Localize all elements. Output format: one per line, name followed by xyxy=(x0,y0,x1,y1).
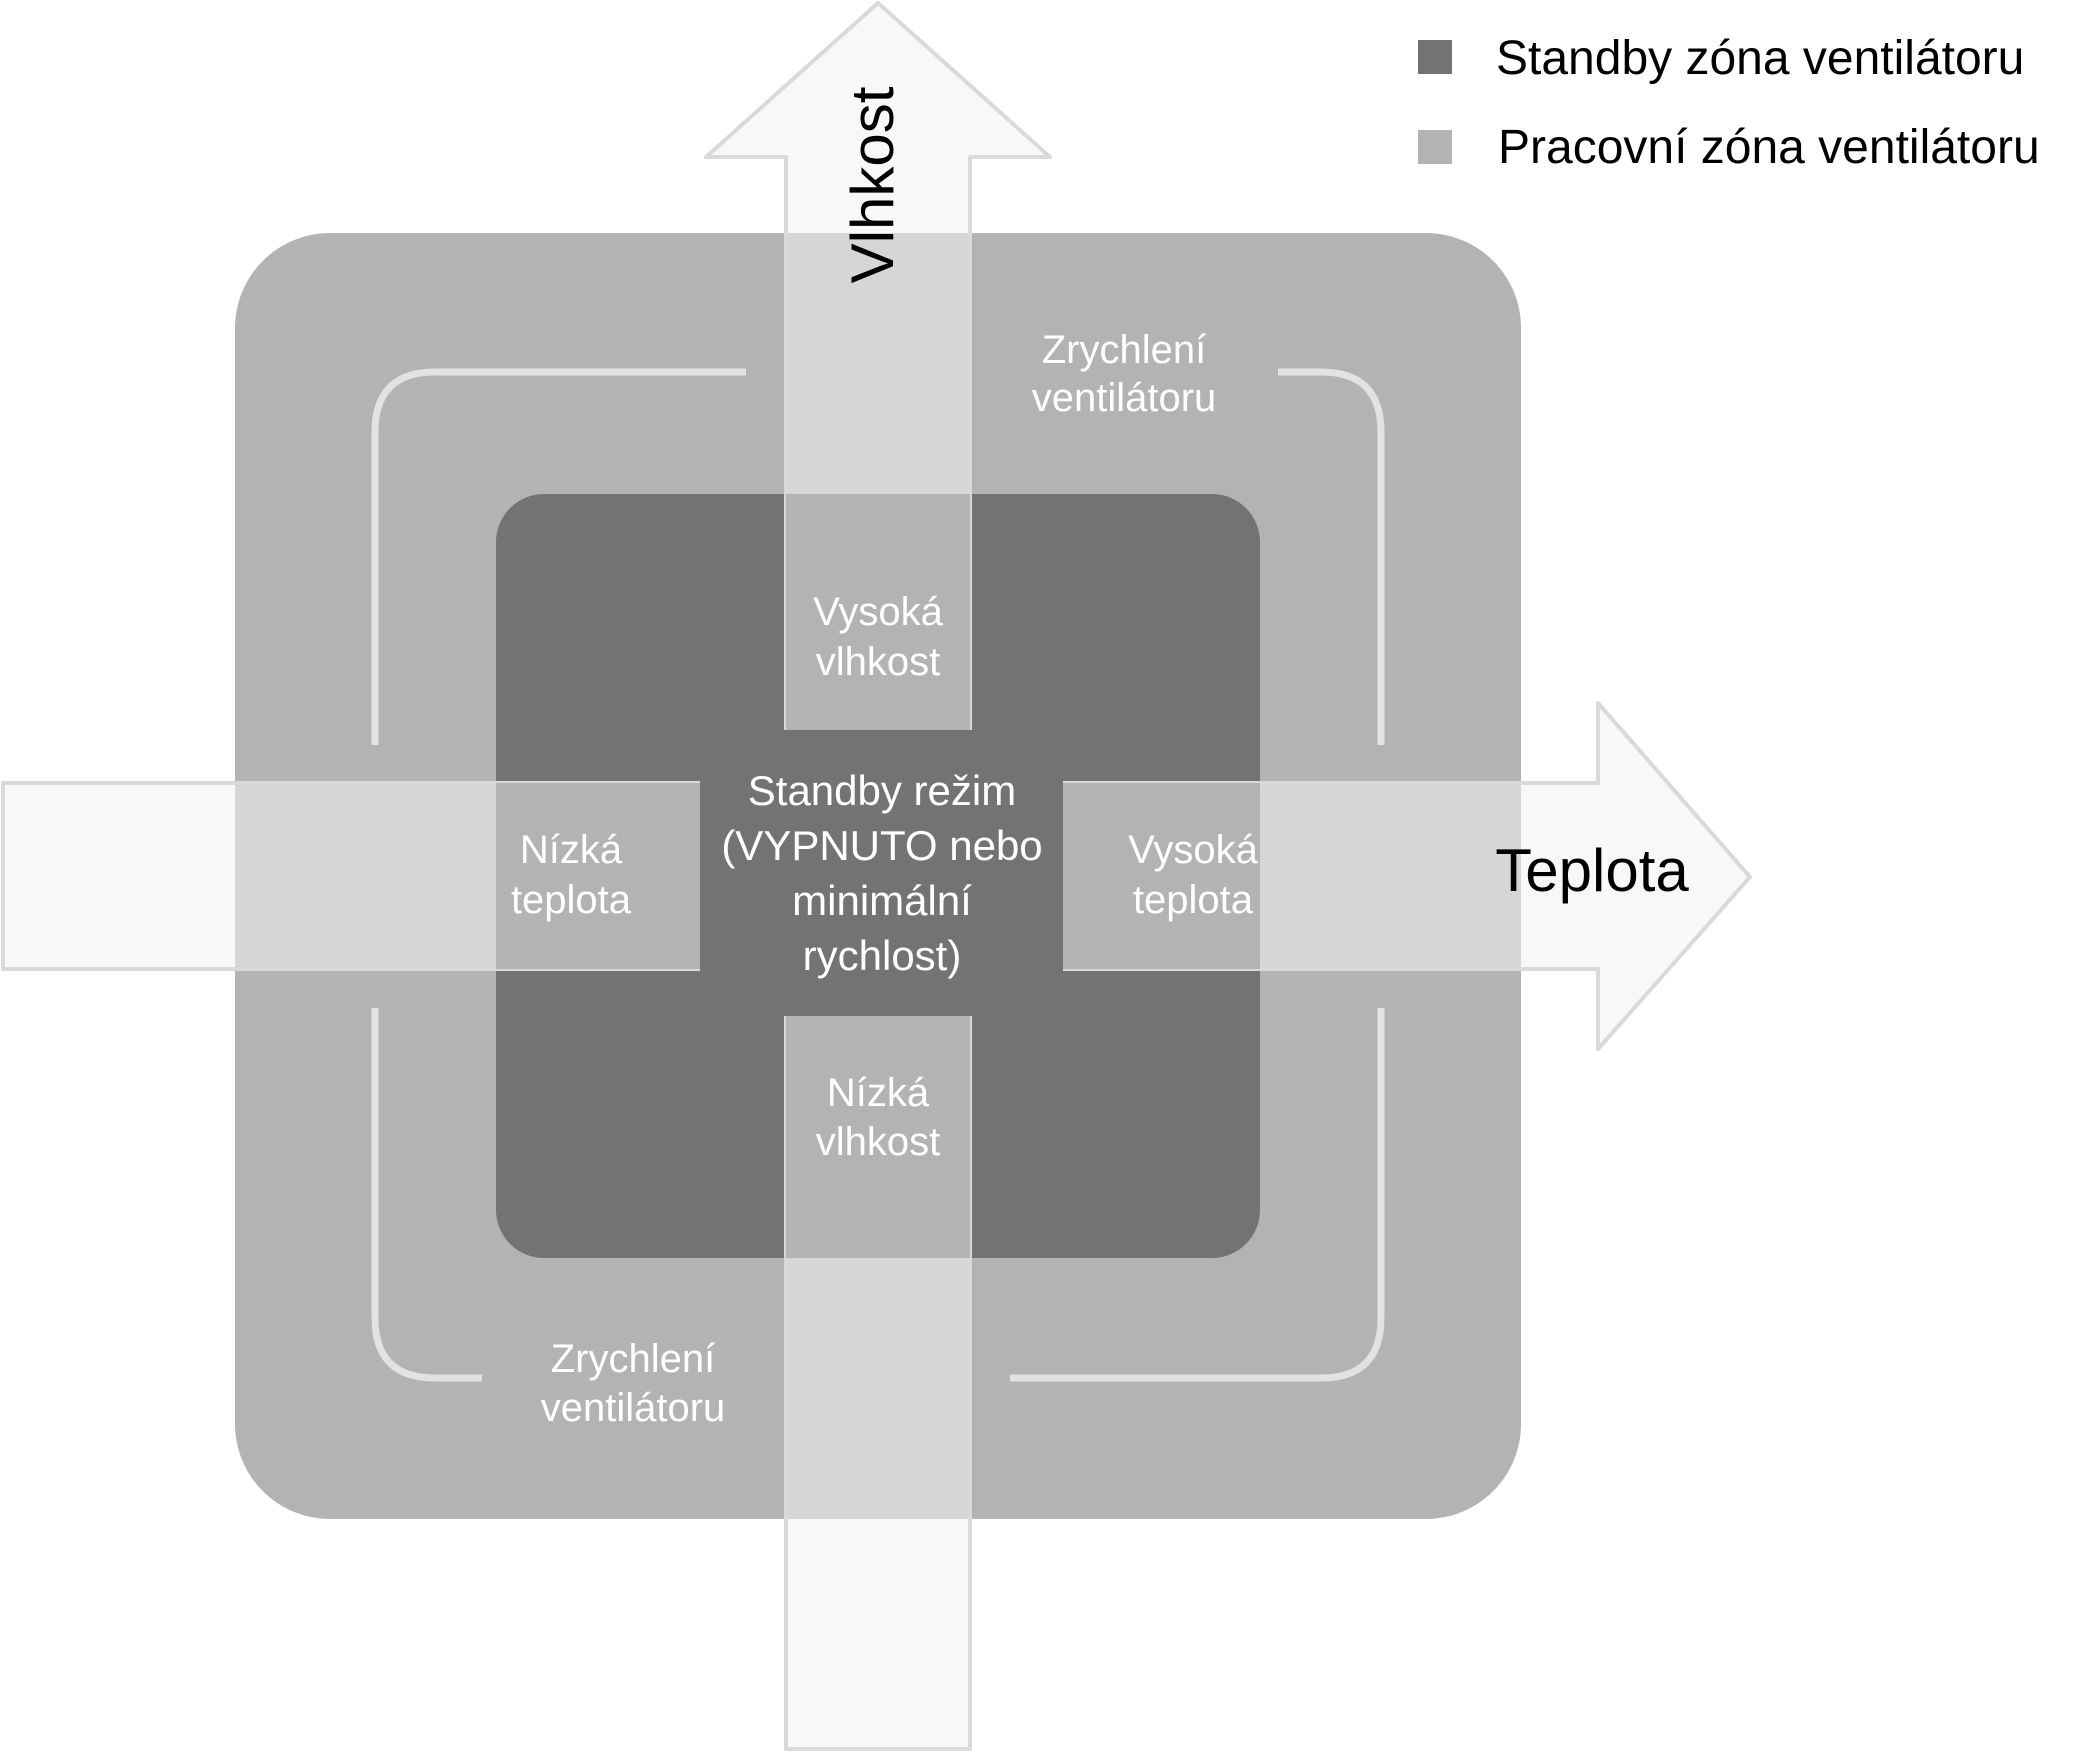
legend-working-label: Pracovní zóna ventilátoru xyxy=(1498,121,2040,174)
temperature-axis-label: Teplota xyxy=(1495,837,1689,904)
low-humidity-label-2: vlhkost xyxy=(816,1120,941,1164)
standby-mode-center xyxy=(700,730,1063,1016)
high-humidity-label-2: vlhkost xyxy=(816,640,941,684)
high-temperature-label-2: teplota xyxy=(1133,878,1254,922)
low-temperature-label-1: Nízká xyxy=(520,828,623,872)
center-line-4: rychlost) xyxy=(803,932,962,979)
center-label: Standby režim (VYPNUTO nebo minimální ry… xyxy=(721,767,1042,979)
humidity-axis-label: Vlhkost xyxy=(839,86,906,283)
bracket-bottom-right xyxy=(1010,1008,1385,1382)
center-line-1: Standby režim xyxy=(748,767,1016,814)
fan-accel-top-label-1: Zrychlení xyxy=(1042,328,1207,372)
low-humidity-segment xyxy=(786,1016,970,1258)
high-temperature-label-1: Vysoká xyxy=(1128,828,1258,872)
center-line-3: minimální xyxy=(792,877,972,924)
legend-working-swatch xyxy=(1418,130,1452,164)
fan-accel-top-label-2: ventilátoru xyxy=(1032,376,1217,420)
fan-accel-bottom-label-2: ventilátoru xyxy=(541,1386,726,1430)
high-humidity-segment xyxy=(786,494,970,730)
legend-standby-label: Standby zóna ventilátoru xyxy=(1496,32,2024,85)
low-temperature-label-2: teplota xyxy=(511,878,632,922)
fan-acceleration-brackets xyxy=(371,368,1385,1382)
low-temperature-segment xyxy=(496,783,700,969)
high-humidity-label-1: Vysoká xyxy=(813,590,943,634)
bracket-top-left xyxy=(371,368,746,745)
center-line-2: (VYPNUTO nebo xyxy=(721,822,1042,869)
bracket-top-right xyxy=(1278,368,1385,745)
fan-accel-bottom-label-1: Zrychlení xyxy=(551,1337,716,1381)
legend: Standby zóna ventilátoru Pracovní zóna v… xyxy=(1418,32,2040,174)
bracket-bottom-left xyxy=(371,1008,482,1382)
legend-standby-swatch xyxy=(1418,40,1452,74)
high-temperature-segment xyxy=(1063,783,1260,969)
low-humidity-label-1: Nízká xyxy=(827,1071,930,1115)
